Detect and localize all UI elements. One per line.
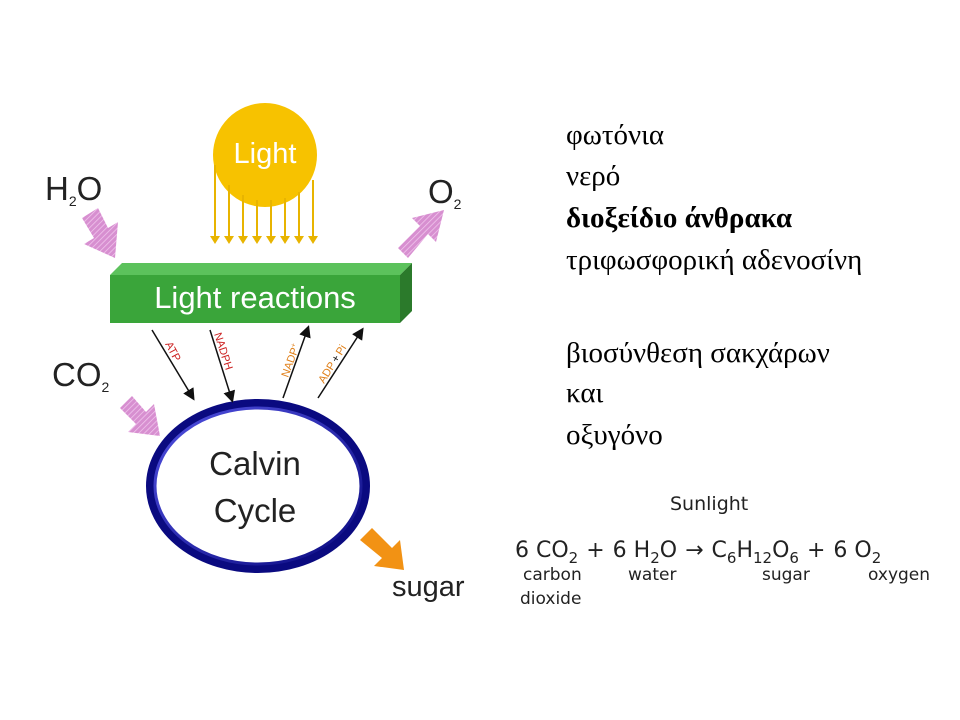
nadph-arrow [209,329,236,403]
light-label: Light [234,138,297,170]
co2-arrow [120,396,160,436]
equation-line: 6 CO2+6 H2O→C6H12O6+6 O2 [515,538,881,567]
label-carbon: carbon [523,565,582,585]
atp-arrow [151,329,195,401]
cycle-label: Cycle [214,492,297,529]
nadph-label: NADPH [211,331,234,371]
calvin-cycle-ring [146,399,370,573]
h2o-arrow [82,208,118,258]
nadp-label: NADP+ [280,342,303,379]
calvin-label: Calvin [209,445,301,482]
h2o-label: H2O [45,170,102,209]
light-reactions-label: Light reactions [154,280,356,315]
greek-term-and: και [566,377,604,409]
greek-term-oxygen: οξυγόνο [566,419,663,451]
sunlight-label: Sunlight [670,493,748,515]
adp-arrow [317,327,364,399]
adp-label: ADP+Pi [316,343,349,386]
greek-term-sugar-biosynthesis: βιοσύνθεση σακχάρων [566,337,830,369]
label-water: water [628,565,676,585]
co2-label: CO2 [52,356,110,395]
label-dioxide: dioxide [520,589,581,609]
sugar-label: sugar [392,571,465,603]
sugar-arrow [360,528,404,570]
light-reactions-box [110,263,412,323]
greek-term-photons: φωτόνια [566,119,665,151]
label-oxygen: oxygen [868,565,930,585]
o2-arrow [398,210,444,258]
label-sugar: sugar [762,565,810,585]
o2-label: O2 [428,173,462,212]
nadp-arrow [282,325,311,399]
greek-term-atp: τριφωσφορική αδενοσίνη [566,244,863,276]
greek-term-carbon-dioxide: διοξείδιο άνθρακα [566,202,793,234]
greek-term-water: νερό [566,160,621,192]
sun-icon [210,103,318,244]
